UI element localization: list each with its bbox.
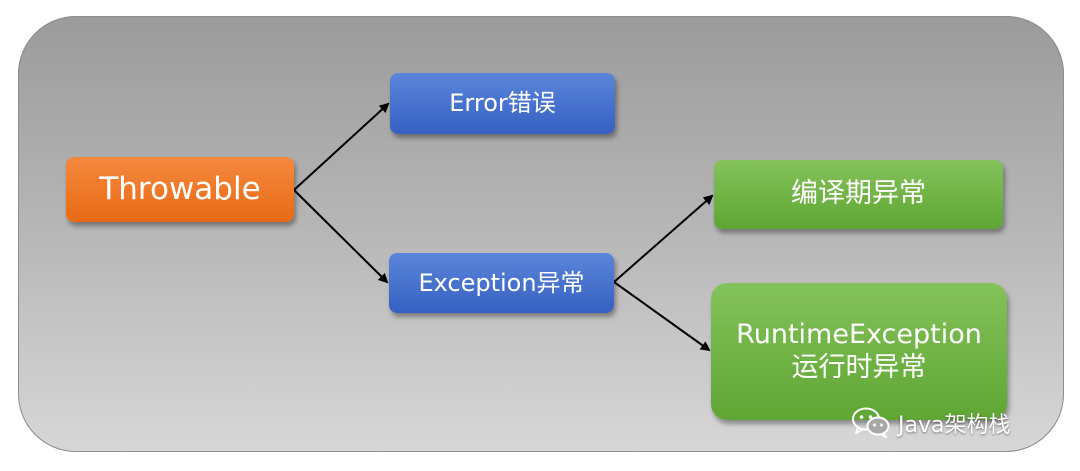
node-throwable-label: Throwable	[99, 170, 261, 207]
node-error-label: Error错误	[449, 89, 556, 118]
node-exception-label: Exception异常	[418, 268, 585, 297]
node-exception: Exception异常	[389, 253, 614, 313]
node-runtime-exception-label-line1: RuntimeException	[736, 319, 982, 351]
arrow-exception-to-compile	[613, 194, 714, 283]
node-compile-exception-label: 编译期异常	[791, 178, 926, 210]
watermark-text: Java架构栈	[898, 413, 1011, 438]
arrow-throwable-to-exception	[293, 189, 389, 284]
arrow-exception-to-runtime	[613, 281, 711, 352]
node-runtime-exception-label-line2: 运行时异常	[791, 351, 927, 383]
arrow-throwable-to-error	[293, 102, 390, 191]
watermark: Java架构栈	[852, 405, 1010, 441]
node-runtime-exception: RuntimeException 运行时异常	[711, 283, 1007, 420]
node-error: Error错误	[390, 73, 615, 134]
wechat-icon	[852, 407, 890, 438]
node-throwable: Throwable	[66, 157, 294, 222]
node-compile-exception: 编译期异常	[714, 160, 1003, 229]
